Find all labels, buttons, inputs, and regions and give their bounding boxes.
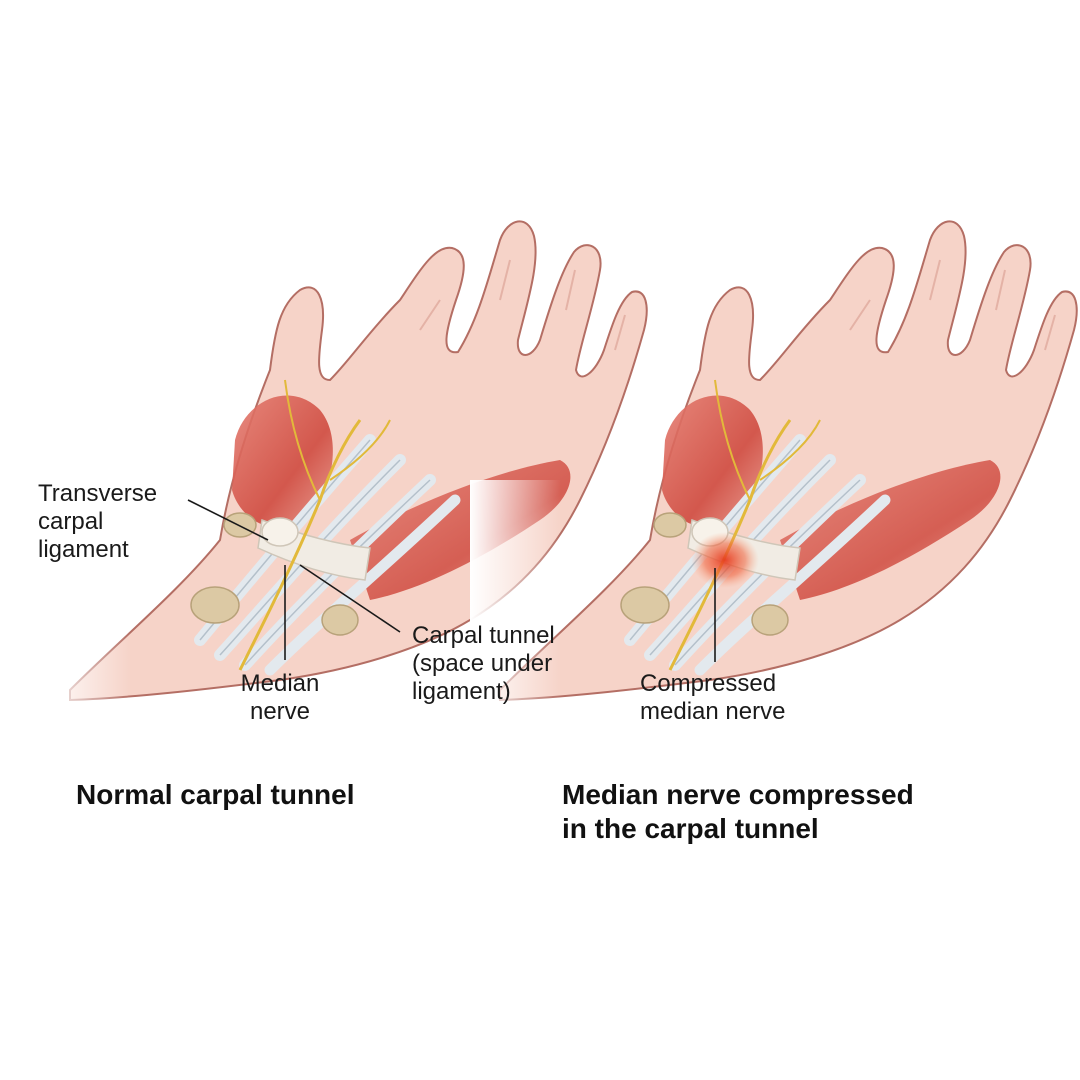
leader-lines [187,499,716,662]
label-compressed-median-nerve: Compressed median nerve [640,670,786,725]
caption-normal-carpal-tunnel: Normal carpal tunnel [76,779,355,810]
label-transverse-carpal-ligament: Transverse carpal ligament [38,480,158,563]
compression-highlight [691,532,759,588]
caption-median-nerve-compressed: Median nerve compressed in the carpal tu… [562,779,914,844]
label-median-nerve: Median nerve [240,670,320,725]
label-carpal-tunnel: Carpal tunnel (space under ligament) [412,622,555,705]
leader-transverse [187,499,269,541]
leader-carpal-tunnel [299,564,401,633]
